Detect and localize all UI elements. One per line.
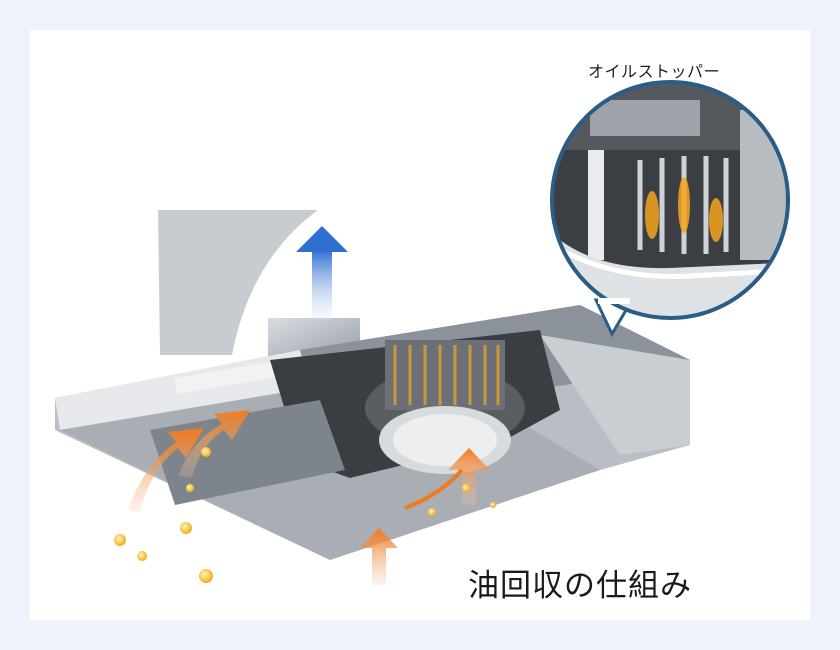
sirocco-fan — [365, 340, 525, 474]
oil-stopper-label: オイルストッパー — [588, 62, 721, 81]
callout-pointer-join — [598, 298, 630, 304]
diagram-caption: 油回収の仕組み — [468, 568, 692, 604]
control-panel — [174, 357, 296, 395]
wall-panel — [158, 210, 318, 355]
oil-flow-arrow-icon — [128, 410, 490, 585]
oil-droplet-icon — [114, 447, 496, 583]
airflow-up-arrow-icon — [296, 226, 348, 320]
filter-panel — [150, 400, 345, 505]
oil-stopper-callout — [550, 80, 790, 320]
